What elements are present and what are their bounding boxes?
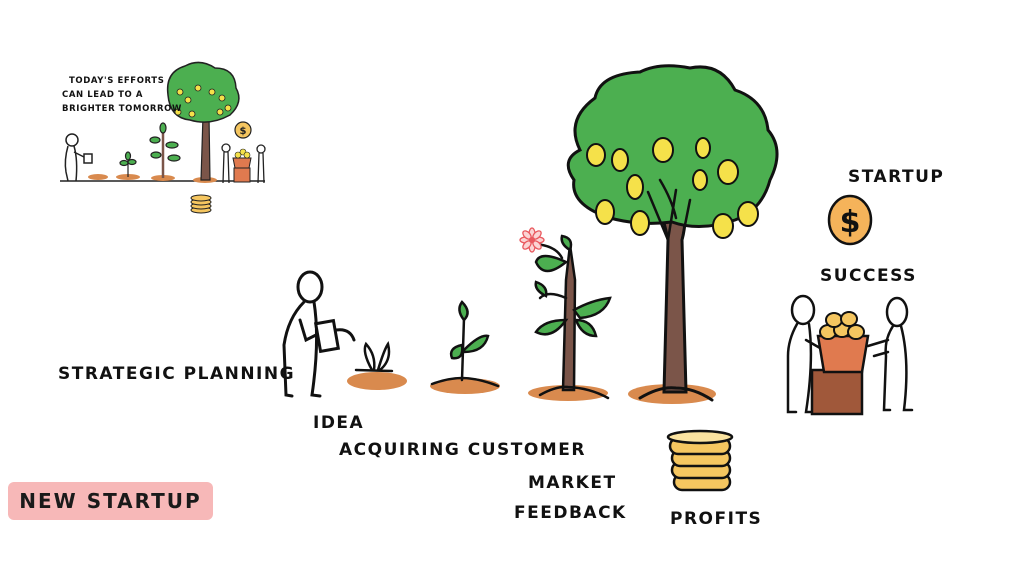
label-profits: PROFITS bbox=[670, 509, 763, 529]
fruit-tree-icon bbox=[566, 64, 779, 402]
thumb-person-watering bbox=[64, 133, 93, 182]
label-idea: IDEA bbox=[313, 413, 365, 433]
soil-mound bbox=[628, 384, 716, 404]
coin-stack-icon bbox=[666, 429, 734, 492]
label-startup: STARTUP bbox=[848, 167, 945, 187]
pink-flower-icon bbox=[519, 227, 545, 253]
golden-fruits bbox=[819, 311, 865, 340]
caption-line-3: BRIGHTER TOMORROW bbox=[62, 104, 182, 114]
young-plant-icon bbox=[534, 234, 612, 400]
dollar-coin-icon: $ bbox=[827, 194, 873, 246]
label-feedback: FEEDBACK bbox=[514, 503, 627, 523]
thumbnail-caption: TODAY'S EFFORTS CAN LEAD TO A BRIGHTER T… bbox=[62, 74, 182, 116]
people-with-fruit-basket-icon bbox=[786, 294, 914, 414]
new-startup-badge: NEW STARTUP bbox=[8, 482, 213, 520]
label-market: MARKET bbox=[528, 473, 617, 493]
fruit-pot bbox=[816, 334, 870, 374]
fruit-cluster bbox=[586, 137, 759, 239]
sprout-icon bbox=[354, 340, 394, 373]
seedling-icon bbox=[430, 300, 500, 388]
soil-mound bbox=[347, 372, 407, 390]
label-acquiring-customer: ACQUIRING CUSTOMER bbox=[339, 440, 586, 460]
label-success: SUCCESS bbox=[820, 266, 917, 286]
label-strategic-planning: STRATEGIC PLANNING bbox=[58, 364, 296, 384]
svg-text:$: $ bbox=[840, 205, 861, 240]
caption-line-1: TODAY'S EFFORTS bbox=[69, 76, 165, 86]
svg-text:$: $ bbox=[240, 126, 247, 137]
person-watering-icon bbox=[282, 270, 356, 398]
thumbnail-illustration: $ bbox=[60, 61, 266, 214]
wooden-box bbox=[810, 368, 864, 416]
badge-label: NEW STARTUP bbox=[19, 489, 202, 513]
caption-line-2: CAN LEAD TO A bbox=[62, 90, 144, 100]
